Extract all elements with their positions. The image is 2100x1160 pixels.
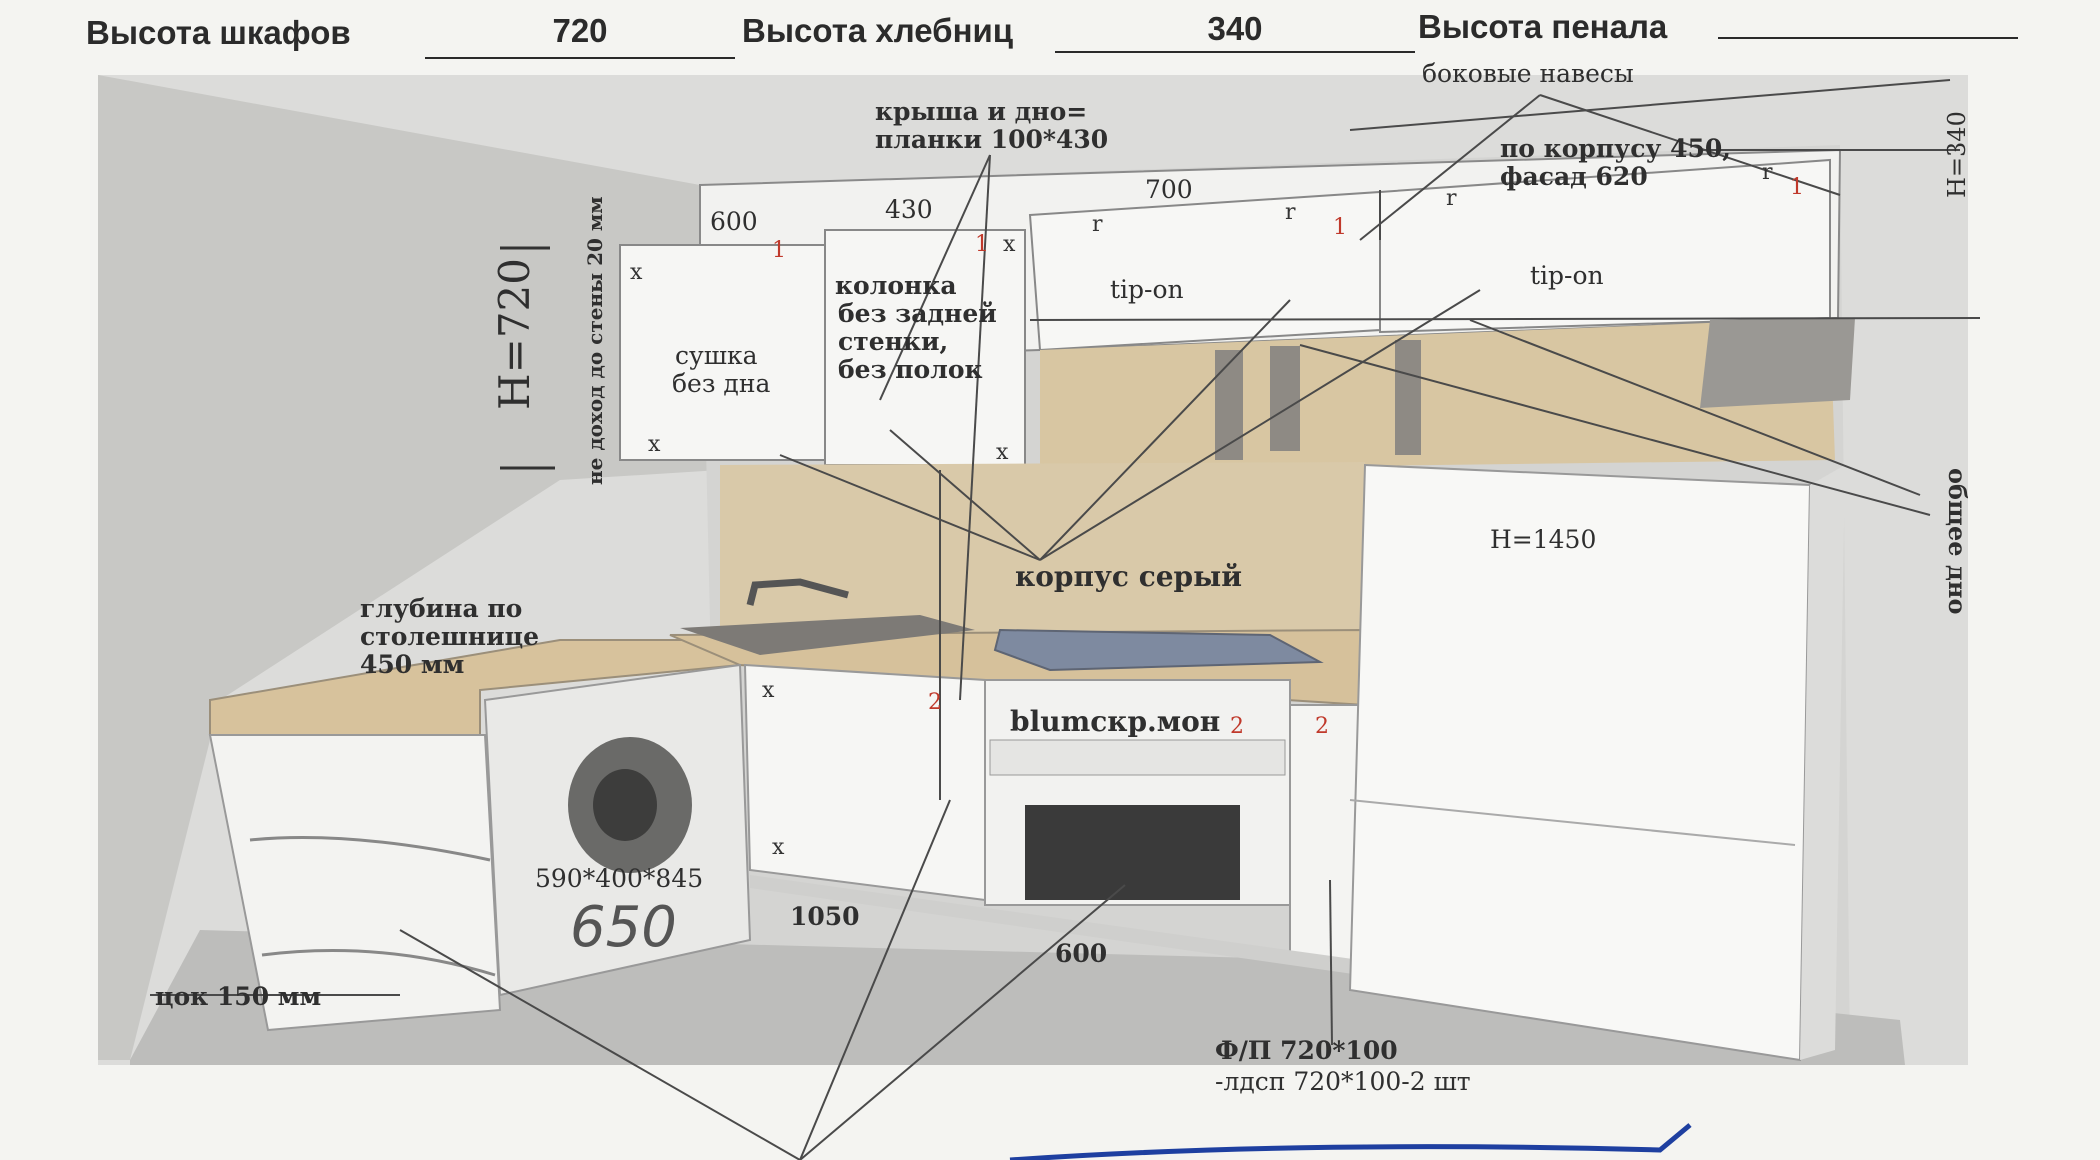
mark-x-c: x bbox=[1003, 232, 1016, 257]
shelf-1 bbox=[249, 836, 491, 862]
blue-pen-stroke bbox=[1009, 1123, 1692, 1160]
left-wall bbox=[98, 75, 720, 1060]
depth-label-3: 450 мм bbox=[360, 650, 465, 679]
tip-on-label-1: tip-on bbox=[1110, 275, 1184, 304]
column-label-1: колонка bbox=[835, 271, 957, 300]
wall-cabinet-column bbox=[824, 229, 1026, 466]
wall-cabinet-dryer bbox=[619, 244, 826, 461]
mark-x-b: x bbox=[648, 432, 661, 457]
plinth-label: цок 150 мм bbox=[155, 982, 322, 1011]
roof-bottom-label-1: крыша и дно= bbox=[875, 97, 1088, 126]
niche-handle-3 bbox=[1395, 340, 1421, 455]
depth-label-2: столешнице bbox=[360, 622, 540, 651]
fridge-side bbox=[1800, 465, 1845, 1060]
base-cabinet-door bbox=[743, 663, 986, 902]
mark-r-a: r bbox=[1092, 212, 1103, 237]
h1450-label: H=1450 bbox=[1490, 525, 1597, 554]
body-facade-label-1: по корпусу 450, bbox=[1500, 134, 1732, 163]
niche-handle-2 bbox=[1270, 346, 1300, 451]
mark-r-c: r bbox=[1446, 186, 1457, 211]
no-wall-label: не доход до стены 20 мм bbox=[583, 196, 607, 485]
fridge-split bbox=[1349, 799, 1796, 846]
mark-r-b: r bbox=[1285, 200, 1296, 225]
hood-panel bbox=[1700, 318, 1855, 408]
column-label-4: без полок bbox=[838, 355, 983, 384]
h720-label: H=720 bbox=[490, 258, 539, 410]
column-label-3: стенки, bbox=[838, 327, 949, 356]
breadbox-height-underline bbox=[1055, 51, 1415, 53]
ldsp-label: -лдсп 720*100-2 шт bbox=[1215, 1067, 1471, 1096]
mark-x-d: x bbox=[996, 440, 1009, 465]
mark-x-f: x bbox=[772, 835, 785, 860]
faucet bbox=[746, 578, 849, 606]
mark-2-c: 2 bbox=[1315, 714, 1329, 739]
fp-label: Ф/П 720*100 bbox=[1215, 1036, 1398, 1065]
mark-1-c: 1 bbox=[1333, 215, 1347, 240]
body-facade-label-2: фасад 620 bbox=[1500, 162, 1648, 191]
depth-label-1: глубина по bbox=[360, 594, 523, 623]
oven-control-panel bbox=[989, 739, 1286, 776]
h340-label: H=340 bbox=[1943, 111, 1971, 198]
mark-r-d: r bbox=[1762, 160, 1773, 185]
body-gray-label: корпус серый bbox=[1015, 560, 1242, 593]
cabinet-height-value: 720 bbox=[552, 12, 608, 49]
dryer-label-1: сушка bbox=[675, 341, 758, 370]
cabinet-height-label: Высота шкафов bbox=[86, 14, 351, 51]
mark-1-d: 1 bbox=[1790, 175, 1804, 200]
tip-on-label-2: tip-on bbox=[1530, 261, 1604, 290]
leader-lines bbox=[150, 79, 1981, 1160]
washing-machine-door-inner bbox=[593, 769, 657, 841]
mark-x-e: x bbox=[762, 678, 775, 703]
washing-machine-size-label: 590*400*845 bbox=[535, 864, 704, 893]
handwritten-650: 650 bbox=[570, 895, 677, 960]
breadbox-height-value: 340 bbox=[1207, 10, 1263, 47]
wall-cabinet-tip-on-1 bbox=[1028, 190, 1381, 352]
side-hinges-label: боковые навесы bbox=[1422, 59, 1634, 88]
base-cabinet-narrow bbox=[1289, 704, 1361, 961]
dryer-label-2: без дна bbox=[672, 369, 771, 398]
pencil-height-underline bbox=[1718, 37, 2018, 39]
fridge-tall-cabinet bbox=[1348, 463, 1812, 1062]
sink bbox=[680, 615, 975, 655]
dim-430-label: 430 bbox=[885, 195, 933, 224]
mark-1-a: 1 bbox=[772, 238, 786, 263]
niche-handle-1 bbox=[1215, 350, 1243, 460]
common-bottom-label: общее дно bbox=[1943, 468, 1972, 615]
mark-x-a: x bbox=[630, 260, 643, 285]
dim-1050-label: 1050 bbox=[790, 902, 860, 931]
cabinet-height-underline bbox=[425, 57, 735, 59]
dim-600-label: 600 bbox=[710, 207, 758, 236]
open-shelf-unit bbox=[208, 734, 502, 1032]
mark-1-b: 1 bbox=[975, 232, 989, 257]
oven-window bbox=[1025, 805, 1240, 900]
column-label-2: без задней bbox=[838, 299, 997, 328]
hob bbox=[993, 628, 1324, 672]
dim-700-label: 700 bbox=[1145, 175, 1193, 204]
pencil-height-label: Высота пенала bbox=[1418, 8, 1668, 45]
dim-600-bottom-label: 600 bbox=[1055, 939, 1108, 968]
plinth bbox=[750, 875, 1360, 975]
mark-2-a: 2 bbox=[928, 690, 942, 715]
blum-label: blumскр.мон bbox=[1010, 705, 1221, 738]
breadbox-height-label: Высота хлебниц bbox=[742, 12, 1014, 49]
mark-2-b: 2 bbox=[1230, 714, 1244, 739]
roof-bottom-label-2: планки 100*430 bbox=[875, 125, 1109, 154]
